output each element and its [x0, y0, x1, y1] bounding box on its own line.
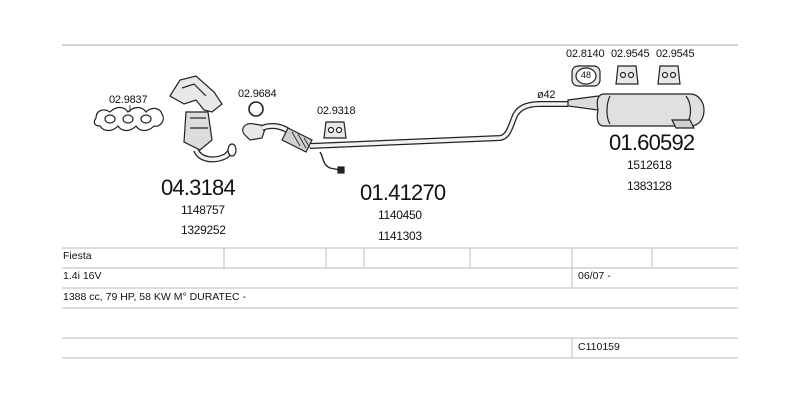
catalytic-converter-ref-1: 1148757	[181, 203, 225, 217]
hanger-1-code-label: 02.9545	[611, 48, 650, 60]
vehicle-model: Fiesta	[63, 250, 92, 262]
mount-front-code-label: 02.9318	[317, 105, 356, 117]
clamp-size-label: 48	[581, 70, 592, 80]
front-pipe-part	[242, 123, 345, 174]
rear-silencer-ref-2: 1383128	[627, 179, 672, 193]
manifold-gasket-part	[93, 106, 164, 132]
hanger-2-part	[657, 65, 681, 85]
gasket-code-label: 02.9837	[109, 94, 148, 106]
middle-pipe-ref-2: 1141303	[378, 229, 422, 243]
vehicle-date: 06/07 -	[578, 270, 611, 282]
clamp-part	[571, 65, 601, 87]
mount-front-part	[323, 121, 347, 139]
middle-pipe-ref-1: 1140450	[378, 208, 422, 222]
catalytic-converter-code-label: 04.3184	[161, 175, 236, 200]
hanger-2-code-label: 02.9545	[656, 48, 695, 60]
rear-silencer-part	[567, 93, 705, 129]
rear-silencer-code-label: 01.60592	[609, 130, 695, 155]
seal-ring-part	[248, 101, 264, 117]
spec-table-grid	[62, 247, 738, 359]
rear-silencer-ref-1: 1512618	[627, 158, 672, 172]
middle-pipe-part	[309, 101, 568, 149]
catalytic-converter-ref-2: 1329252	[181, 223, 226, 237]
clamp-code-label: 02.8140	[566, 48, 605, 60]
catalytic-converter-part	[169, 75, 237, 163]
middle-pipe-code-label: 01.41270	[360, 180, 446, 205]
catalog-code: C110159	[578, 341, 620, 353]
vehicle-spec: 1388 cc, 79 HP, 58 KW M° DURATEC -	[63, 291, 246, 303]
hanger-1-part	[615, 65, 639, 85]
vehicle-engine: 1.4i 16V	[63, 270, 102, 282]
seal-ring-code-label: 02.9684	[238, 88, 277, 100]
pipe-diameter-label: ø42	[537, 89, 556, 101]
